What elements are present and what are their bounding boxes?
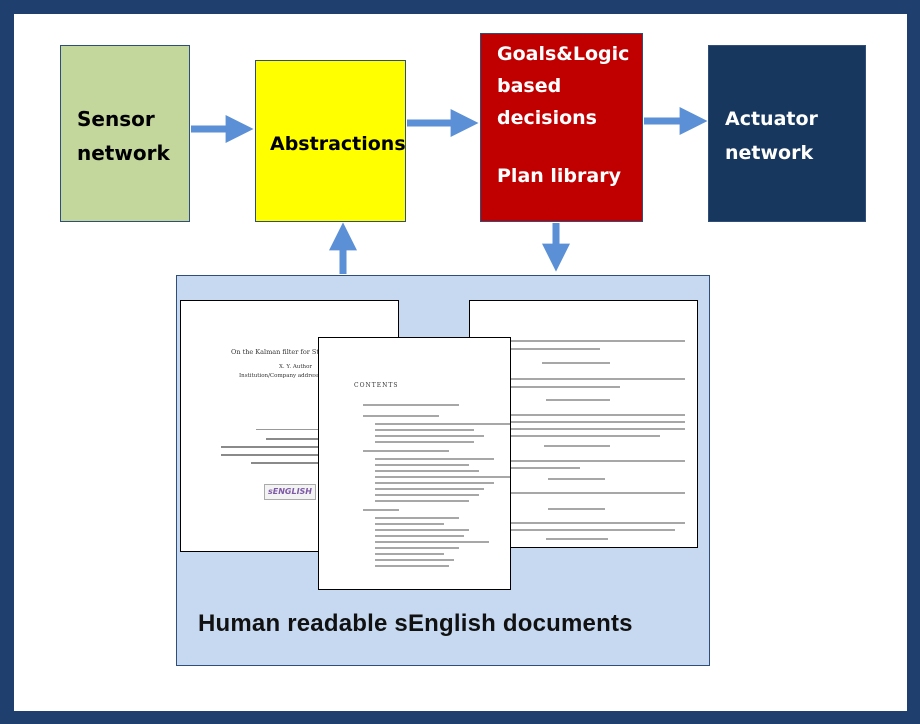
sensor-network-box: Sensor network xyxy=(60,45,190,222)
goals-line1: Goals&Logic xyxy=(497,43,630,65)
goals-line2: based xyxy=(497,75,562,97)
doc1-author: X. Y. Author xyxy=(279,364,313,370)
goals-line4: Plan library xyxy=(497,165,621,187)
doc1-text-line xyxy=(221,446,386,448)
actuator-network-box: Actuator network xyxy=(708,45,866,222)
abstractions-box: Abstractions xyxy=(255,60,406,222)
doc1-title: On the Kalman filter for Students A xyxy=(231,348,349,356)
actuator-line1: Actuator xyxy=(725,108,818,130)
doc2-heading: CONTENTS xyxy=(354,382,399,389)
doc3-text-lines xyxy=(488,340,685,540)
document-page-2: CONTENTS xyxy=(318,337,511,590)
panel-caption: Human readable sEnglish documents xyxy=(198,610,633,637)
sensor-line2: network xyxy=(77,141,170,165)
abstractions-label: Abstractions xyxy=(270,133,406,155)
doc2-toc-lines xyxy=(363,404,510,567)
arrows-layer xyxy=(191,107,708,274)
doc1-affiliation: Institution/Company address, Email: xyau… xyxy=(239,373,362,379)
goals-line3: decisions xyxy=(497,107,597,129)
sensor-line1: Sensor xyxy=(77,107,155,131)
goals-logic-box: Goals&Logic based decisions Plan library xyxy=(480,33,643,222)
actuator-line2: network xyxy=(725,142,814,164)
diagram-canvas: Sensor network Abstractions Goals&Logic … xyxy=(14,14,907,711)
senglish-logo: sENGLISH xyxy=(264,484,316,500)
doc1-text-line xyxy=(221,454,386,456)
